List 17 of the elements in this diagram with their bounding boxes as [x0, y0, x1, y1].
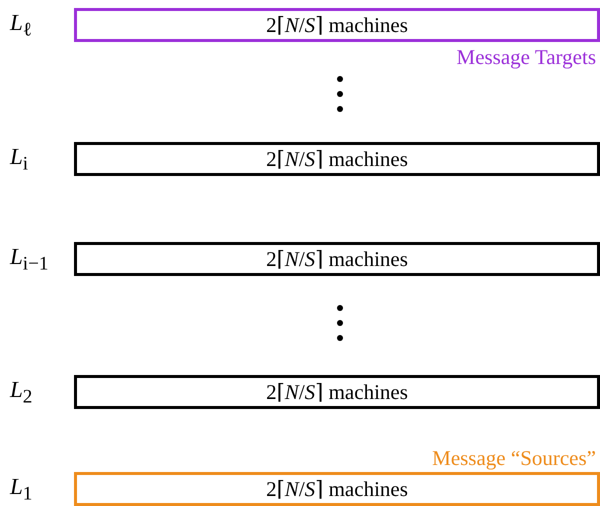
layer-label: L$_{i}$ [10, 144, 28, 176]
layer-size-text: 2⌈N/S⌉ machines [266, 12, 408, 39]
layer-caption: Message “Sources” [432, 446, 596, 471]
layer-caption: Message Targets [456, 45, 596, 70]
layer-label: L$_{2}$ [10, 377, 32, 409]
layer-size-text: 2⌈N/S⌉ machines [266, 146, 408, 173]
layer-size-text: 2⌈N/S⌉ machines [266, 246, 408, 273]
layer-box [74, 375, 600, 409]
layer-box [74, 472, 600, 506]
layer-size-text: 2⌈N/S⌉ machines [266, 476, 408, 503]
layer-box [74, 142, 600, 176]
layer-box [74, 242, 600, 276]
layer-label: L$_{ℓ}$ [10, 10, 32, 42]
layer-label: L$_{1}$ [10, 474, 32, 506]
layer-box [74, 8, 600, 42]
layer-label: L$_{i−1}$ [10, 244, 49, 276]
layer-size-text: 2⌈N/S⌉ machines [266, 379, 408, 406]
